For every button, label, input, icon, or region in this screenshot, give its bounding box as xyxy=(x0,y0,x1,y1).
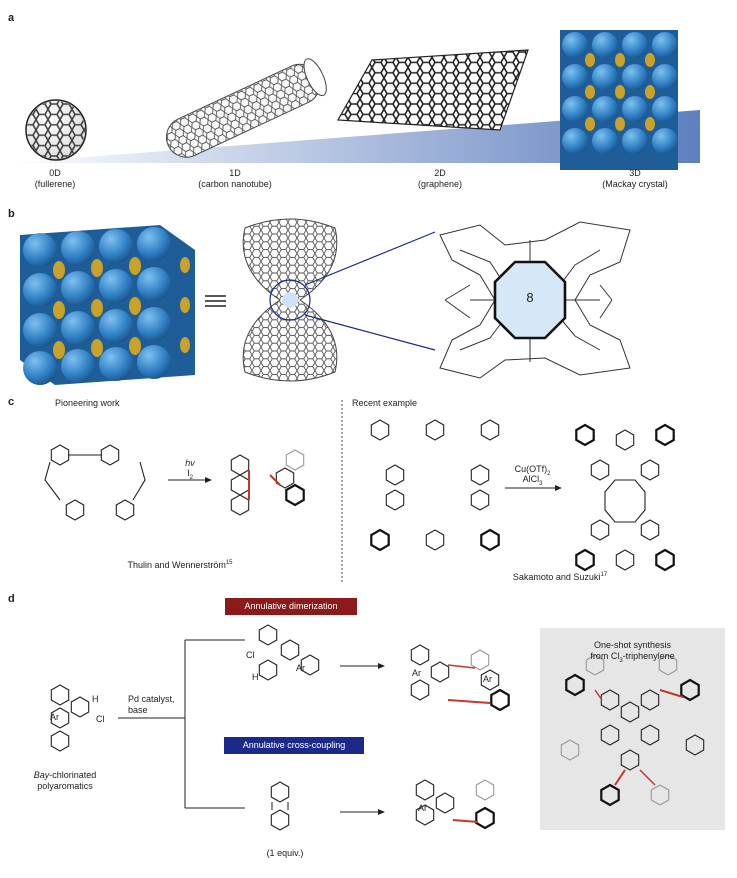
oneshot-panel xyxy=(540,628,725,830)
panel-a-label: a xyxy=(8,12,15,24)
biphenylene-reagent xyxy=(270,781,290,831)
atom-ar-dimer: Ar xyxy=(296,663,305,673)
graphene-icon xyxy=(337,49,529,131)
octagon-product xyxy=(575,423,675,572)
ring-size-label: 8 xyxy=(526,290,534,305)
start-label: Bay-chlorinated polyaromatics xyxy=(33,770,97,791)
atom-ar-cross: Ar xyxy=(418,803,427,813)
dimer-substrate xyxy=(258,624,320,681)
helicene-product xyxy=(230,449,305,516)
atom-ar-product-2: Ar xyxy=(483,674,492,684)
oneshot-caption: One-shot synthesis from Cl3-triphenylene xyxy=(590,640,675,664)
branch-lines xyxy=(118,639,245,809)
octagon-structure-icon xyxy=(439,221,631,379)
caption-3d: 3D(Mackay crystal) xyxy=(602,168,668,189)
reagent-alcl3: AlCl3 xyxy=(522,474,543,487)
octagon-ring xyxy=(493,260,567,340)
cross-product xyxy=(415,779,495,830)
reagent-hv: hν xyxy=(185,458,195,468)
stilbene-macrocycle xyxy=(44,444,146,521)
box-dimerization: Annulative dimerization xyxy=(225,598,357,615)
atom-ar-start: Ar xyxy=(50,712,59,722)
box-cross-coupling: Annulative cross-coupling xyxy=(224,737,364,754)
unit-cell-icon xyxy=(242,218,338,382)
equivalence-icon xyxy=(205,295,226,307)
triphenylene-cyclooctatetraene xyxy=(560,654,705,807)
equiv-label: (1 equiv.) xyxy=(266,848,304,858)
dimer-product xyxy=(410,644,510,712)
caption-2d: 2D(graphene) xyxy=(417,168,463,189)
caption-1d: 1D(carbon nanotube) xyxy=(198,168,272,189)
recent-title: Recent example xyxy=(352,398,418,408)
atom-h-dimer: H xyxy=(252,672,259,682)
atom-ar-product-1: Ar xyxy=(412,668,421,678)
panel-c-label: c xyxy=(8,396,15,408)
panel-b-label: b xyxy=(8,208,15,220)
mackay-crystal-large-icon xyxy=(20,225,195,385)
atom-h-start: H xyxy=(92,694,99,704)
conditions: Pd catalyst,base xyxy=(128,694,175,715)
pioneering-title: Pioneering work xyxy=(55,398,120,408)
zoom-line-top xyxy=(304,231,436,286)
reagent-iodine: I2 xyxy=(187,468,193,481)
nanotube-icon xyxy=(165,58,327,158)
reagent-cu: Cu(OTf)2 xyxy=(514,464,551,477)
mackay-crystal-icon xyxy=(560,30,678,170)
panel-d-label: d xyxy=(8,593,15,605)
credit-thulin: Thulin and Wennerström15 xyxy=(127,560,233,570)
panel-a-graphic xyxy=(8,30,700,170)
atom-cl-dimer: Cl xyxy=(246,650,255,660)
credit-sakamoto: Sakamoto and Suzuki17 xyxy=(512,572,608,582)
zoom-line-bottom xyxy=(304,314,436,351)
atom-cl-start: Cl xyxy=(96,714,105,724)
panel-c-graphic xyxy=(44,400,675,582)
panel-b-graphic xyxy=(20,218,631,385)
fullerene-icon xyxy=(25,99,87,161)
caption-0d: 0D(fullerene) xyxy=(34,168,76,189)
